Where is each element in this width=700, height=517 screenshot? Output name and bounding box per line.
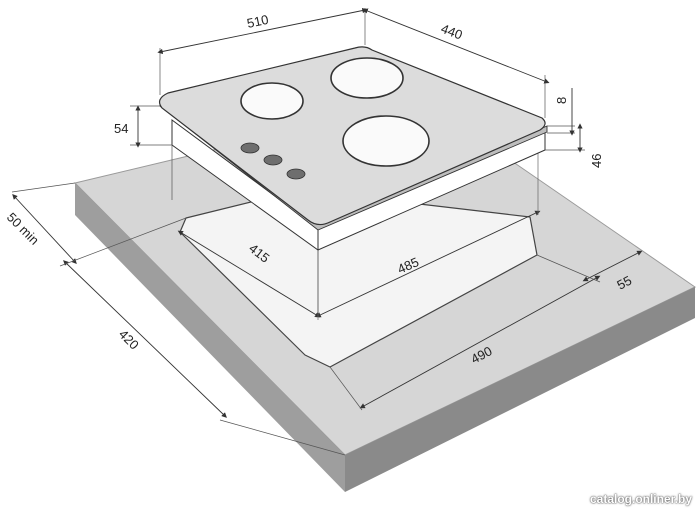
dim-cutout-depth-line [177, 230, 321, 318]
control-knob-1 [240, 142, 260, 154]
label-countertop-depth: 420 [116, 327, 142, 353]
dim-front-offset-line [582, 250, 643, 282]
burner-back-right [330, 57, 404, 99]
dim-countertop-depth-line [63, 260, 227, 418]
label-body-depth: 46 [589, 154, 604, 168]
dim-hob-depth-line [362, 8, 550, 84]
burner-front [342, 115, 430, 167]
dim-cutout-width-line [315, 210, 541, 318]
label-front-offset: 55 [614, 273, 634, 293]
dim-countertop-width-line [359, 275, 601, 409]
dim-wall-distance-line [12, 194, 77, 264]
dimension-lines [11, 7, 643, 456]
watermark: catalog.onliner.by [589, 492, 692, 506]
extension-lines [130, 8, 585, 316]
label-hob-width: 510 [246, 12, 270, 31]
dim-hob-width-line [157, 7, 368, 55]
control-knob-2 [263, 154, 283, 166]
label-hob-depth: 440 [439, 21, 465, 43]
label-hob-height: 54 [114, 121, 128, 136]
control-knob-3 [286, 168, 306, 180]
label-wall-distance: 50 min [4, 210, 42, 248]
burner-back-left [240, 82, 304, 120]
label-glass-thickness: 8 [554, 97, 569, 104]
